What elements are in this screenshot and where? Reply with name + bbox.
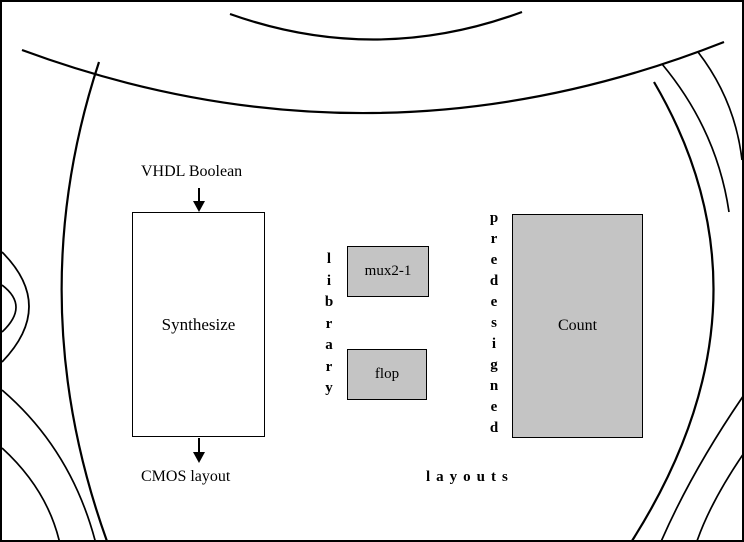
bottom-left-arc-outer: [2, 389, 96, 540]
flop-box: flop: [347, 349, 427, 400]
arrow-vhdl-to-synthesize: [193, 188, 205, 212]
left-mid-arc-inner: [2, 284, 17, 333]
synthesize-label: Synthesize: [161, 314, 236, 334]
arrow-synthesize-to-cmos: [193, 438, 205, 463]
top-main-curve: [21, 40, 725, 115]
bottom-right-arc-inner: [696, 454, 742, 540]
library-vertical-label: l i b r a r y: [324, 251, 334, 396]
count-box: Count: [512, 214, 643, 438]
top-right-arc-inner: [697, 51, 742, 161]
mux2-1-box: mux2-1: [347, 246, 429, 297]
top-right-arc-outer: [661, 63, 730, 213]
bottom-right-arc-outer: [660, 396, 742, 540]
vhdl-boolean-label: VHDL Boolean: [141, 163, 243, 180]
count-label: Count: [557, 317, 598, 334]
synthesize-box: Synthesize: [132, 212, 265, 437]
layouts-label: layouts: [426, 469, 514, 485]
predesigned-vertical-label: p r e d e s i g n e d: [489, 210, 499, 436]
left-long-curve: [60, 61, 108, 540]
top-inner-arc: [229, 10, 523, 41]
flop-label: flop: [374, 366, 400, 382]
mux2-1-label: mux2-1: [364, 263, 412, 279]
bottom-left-arc-inner: [2, 447, 60, 540]
right-long-curve: [631, 81, 715, 540]
left-mid-arc-outer: [2, 251, 30, 363]
cmos-layout-label: CMOS layout: [141, 468, 231, 485]
